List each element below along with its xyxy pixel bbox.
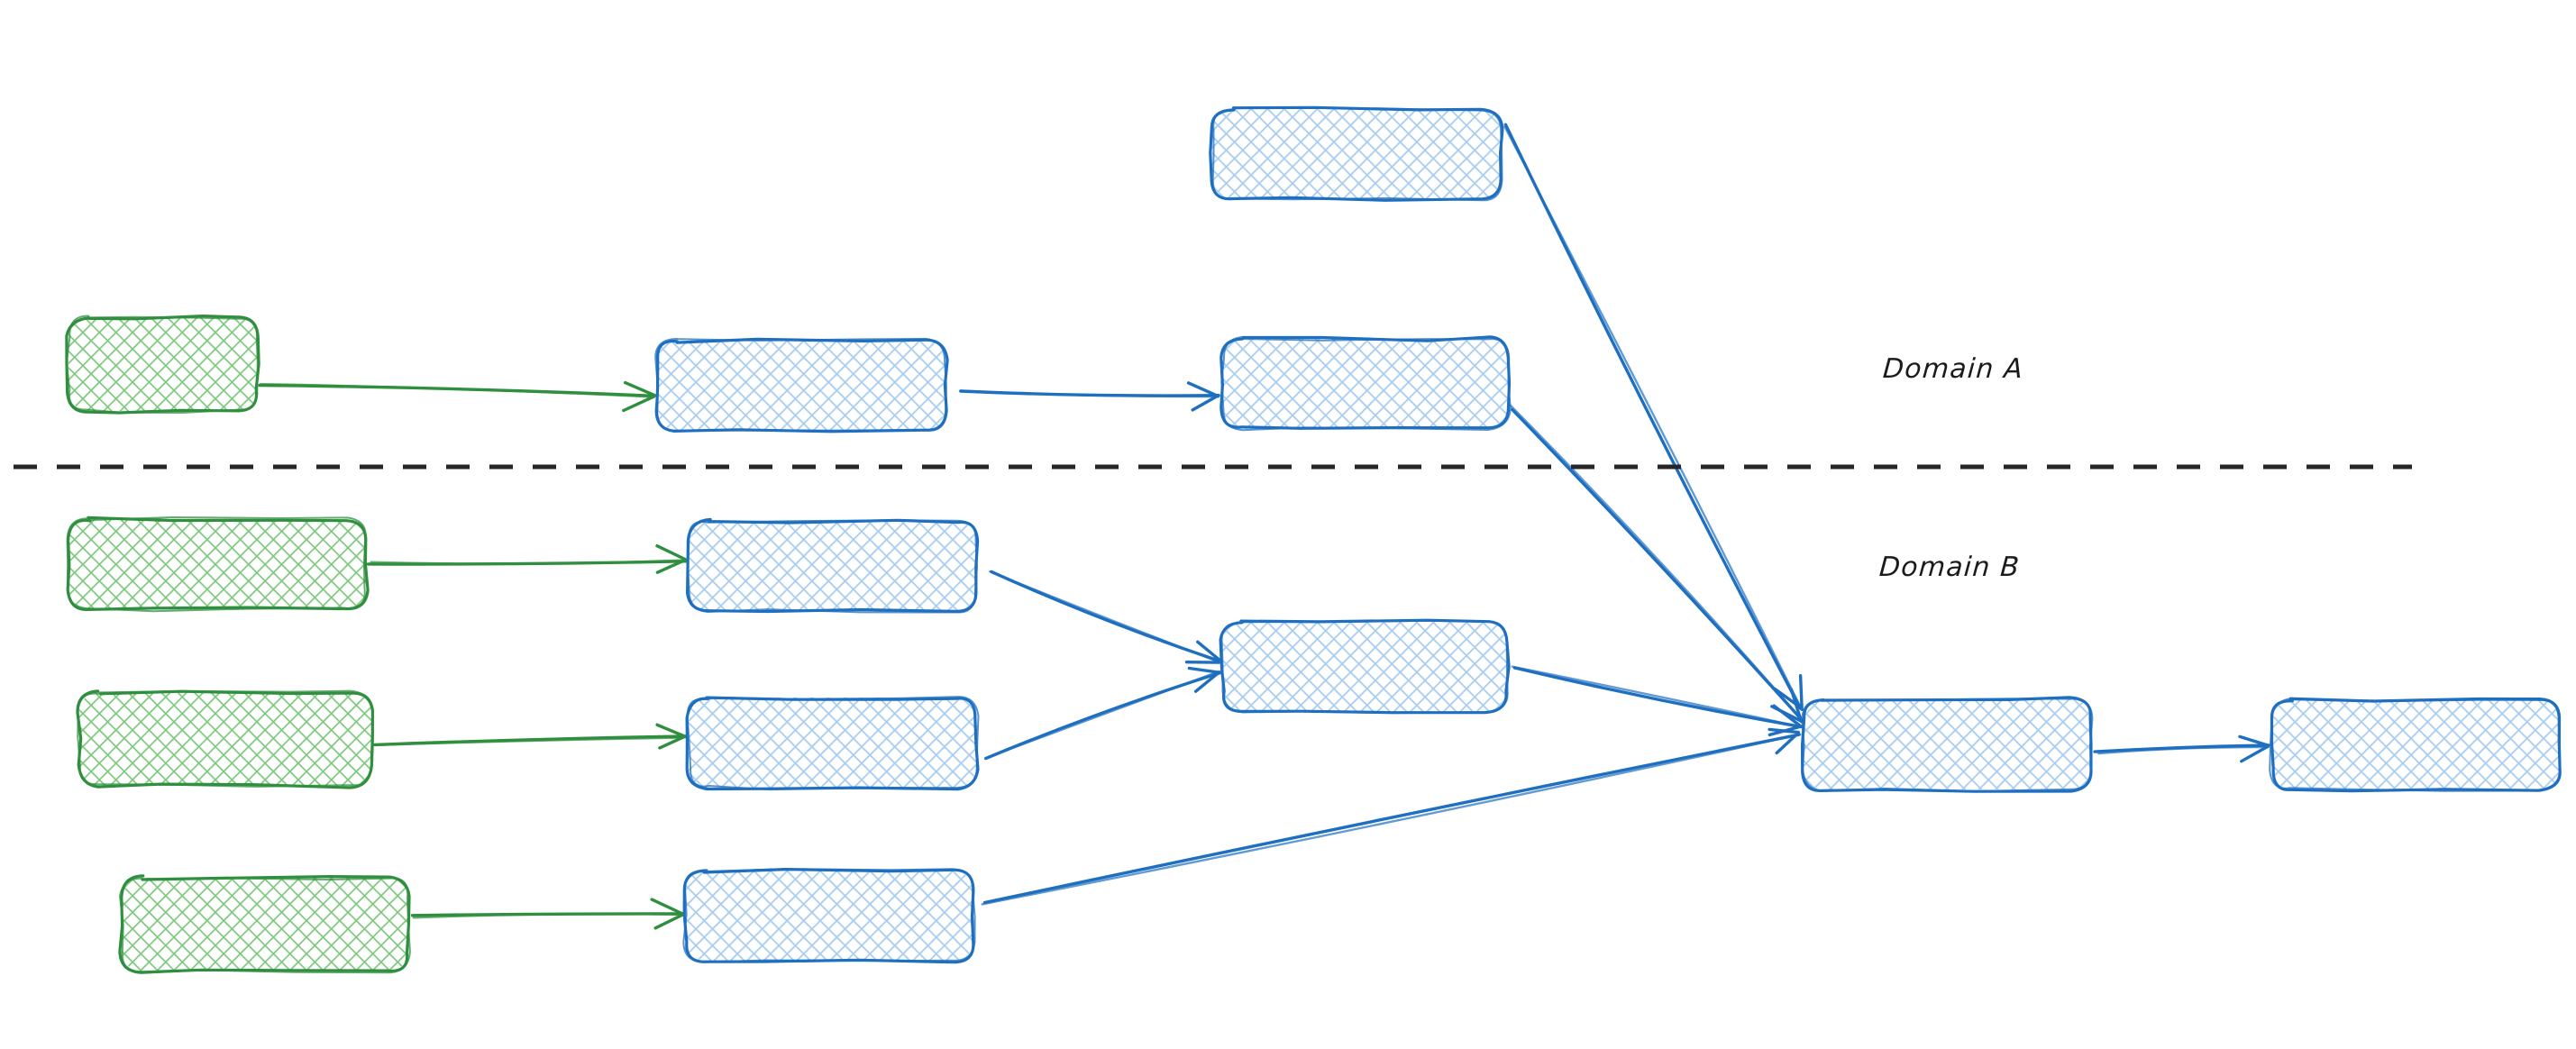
edge-e1[interactable]	[258, 380, 657, 413]
edge-e6[interactable]	[373, 723, 689, 750]
edge-e9[interactable]	[984, 666, 1221, 761]
node-fill	[69, 317, 258, 411]
node-outline	[654, 337, 947, 432]
node-outline	[687, 519, 978, 614]
node-a-top-1[interactable]	[1209, 105, 1504, 202]
arrowhead-stroke	[1191, 393, 1220, 412]
domain-a-label: Domain A	[1881, 353, 2025, 385]
node-fill	[689, 521, 977, 611]
node-b-mid-3[interactable]	[682, 868, 976, 964]
node-b-out-1[interactable]	[2269, 697, 2562, 793]
edge-e5[interactable]	[366, 544, 688, 574]
node-outline	[686, 696, 980, 791]
node-fill	[1222, 622, 1507, 712]
node-outline	[77, 689, 375, 788]
arrowhead-stroke	[658, 734, 686, 750]
arrowhead-stroke	[1187, 666, 1220, 674]
edge-stroke	[1512, 666, 1803, 729]
node-outline	[2269, 697, 2562, 792]
arrowhead-stroke	[623, 380, 657, 397]
edge-stroke	[376, 736, 685, 746]
node-fill	[1803, 699, 2091, 789]
node-fill	[1212, 109, 1501, 199]
node-fill	[79, 692, 371, 786]
node-fill	[656, 341, 946, 431]
arrowhead-stroke	[1789, 689, 1804, 724]
node-b-mid-2[interactable]	[685, 696, 980, 791]
node-b-src-2[interactable]	[76, 689, 375, 789]
arrowhead-stroke	[1193, 670, 1221, 693]
node-outline	[1209, 105, 1504, 202]
edge-stroke	[370, 559, 687, 565]
node-b-src-1[interactable]	[66, 515, 370, 613]
arrowhead-stroke	[1196, 640, 1221, 662]
arrowhead-stroke	[650, 898, 684, 916]
arrowhead-stroke	[655, 723, 689, 739]
node-b-mid-1[interactable]	[686, 517, 980, 614]
arrowhead-stroke	[653, 913, 684, 930]
node-outline	[118, 874, 411, 974]
node-b-agg-1[interactable]	[1219, 618, 1511, 715]
arrowhead-stroke	[2240, 744, 2270, 763]
edge-stroke	[412, 913, 683, 919]
node-a-out-1[interactable]	[1219, 335, 1512, 432]
node-outline	[1220, 619, 1509, 715]
node-a-mid-1[interactable]	[654, 337, 949, 433]
arrowhead-stroke	[1772, 704, 1802, 727]
node-fill	[122, 878, 408, 971]
edge-e7[interactable]	[410, 898, 684, 930]
edge-stroke	[259, 382, 655, 398]
node-outline	[1220, 335, 1512, 432]
node-fill	[2271, 699, 2560, 789]
node-fill	[685, 871, 973, 961]
node-layer	[65, 105, 2562, 974]
arrowhead-stroke	[1186, 381, 1220, 398]
node-outline	[66, 516, 367, 613]
edge-stroke	[1511, 665, 1803, 728]
edge-stroke	[989, 570, 1219, 663]
node-outline	[1211, 106, 1503, 202]
arrowhead-stroke	[622, 395, 655, 413]
edge-e8[interactable]	[989, 570, 1221, 664]
edge-e2[interactable]	[959, 381, 1220, 412]
node-b-agg-2[interactable]	[1801, 696, 2094, 793]
edge-layer	[258, 123, 2270, 930]
edge-stroke	[959, 389, 1220, 398]
arrowhead-stroke	[1768, 727, 1800, 734]
edge-stroke	[2097, 745, 2270, 755]
edge-e3[interactable]	[1503, 123, 1804, 711]
edge-stroke	[981, 733, 1802, 906]
arrowhead-stroke	[655, 544, 687, 561]
edge-stroke	[1509, 404, 1804, 723]
node-outline	[682, 868, 976, 963]
arrowhead-stroke	[655, 558, 687, 574]
node-fill	[1222, 339, 1509, 429]
arrowhead-stroke	[2238, 734, 2270, 747]
node-b-src-3[interactable]	[118, 874, 411, 974]
node-fill	[689, 698, 977, 788]
edge-stroke	[987, 670, 1219, 758]
edge-stroke	[982, 733, 1801, 905]
node-a-src-1[interactable]	[65, 315, 260, 415]
edge-stroke	[1503, 125, 1803, 710]
edge-e10[interactable]	[1511, 665, 1803, 737]
node-fill	[69, 519, 366, 609]
node-outline	[1801, 698, 2094, 792]
node-outline	[119, 877, 411, 974]
domain-b-label: Domain B	[1877, 552, 2022, 583]
node-outline	[65, 315, 259, 414]
edge-e12[interactable]	[2093, 734, 2270, 763]
edge-e11[interactable]	[981, 727, 1802, 906]
arrowhead-stroke	[1798, 674, 1804, 711]
arrowhead-stroke	[1775, 731, 1801, 755]
